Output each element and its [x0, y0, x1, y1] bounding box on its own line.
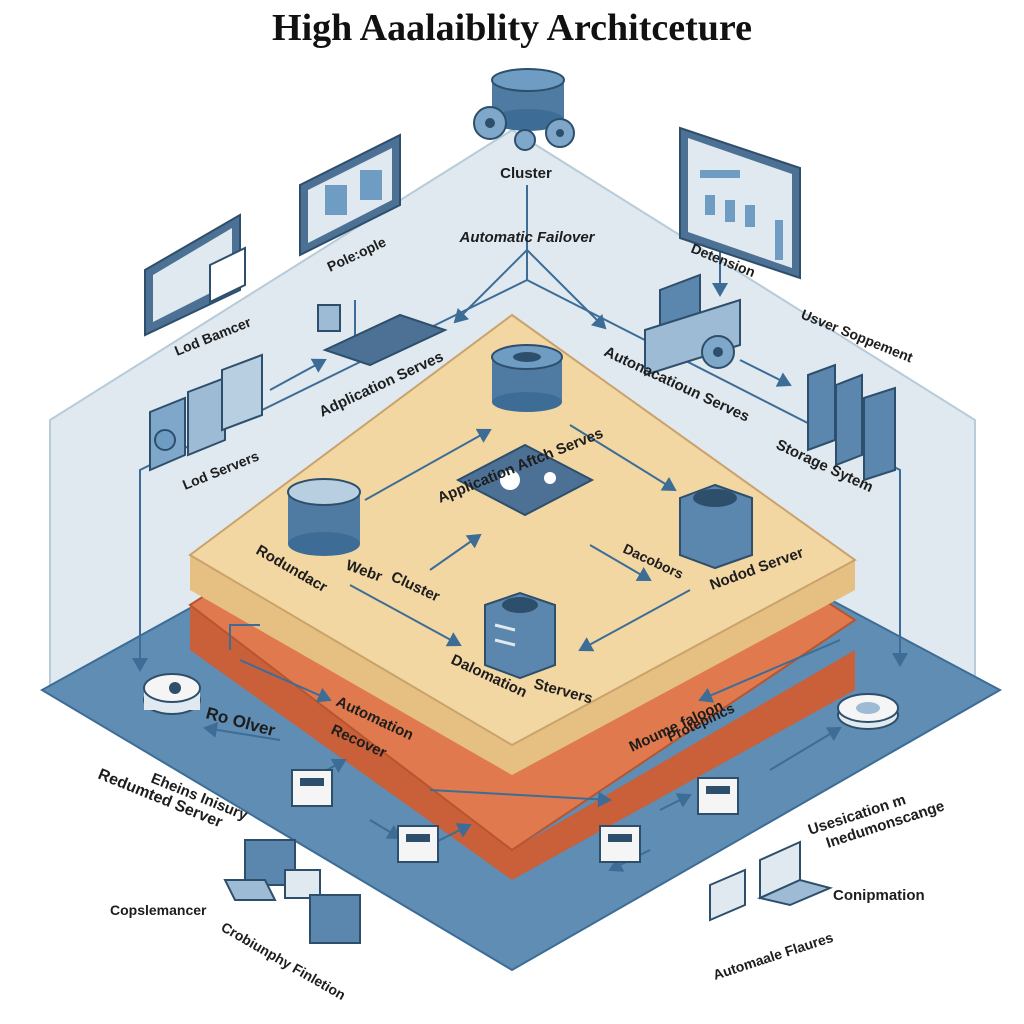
redundant-database-icon — [287, 478, 361, 556]
server-node-icon — [697, 777, 739, 815]
server-node-icon — [291, 769, 333, 807]
load-balancer-monitor-icon — [144, 213, 246, 337]
label-automaale-flaures: Automaale Flaures — [711, 929, 835, 983]
laptops-icon — [709, 840, 834, 922]
label-cluster-top: Cluster — [500, 165, 552, 182]
dashboard-monitor-icon — [679, 126, 801, 280]
workstation-icon — [223, 839, 361, 944]
load-servers-icon — [149, 353, 263, 472]
label-conipmation: Conipmation — [833, 887, 925, 904]
monitoring-disc-icon — [837, 693, 899, 730]
node-server-icon — [679, 483, 753, 570]
automation-server-icon — [644, 273, 741, 377]
diagram-title: High Aaalaiblity Architceture — [272, 7, 752, 49]
automation-tower-icon — [484, 591, 556, 680]
label-automatic-failover: Automatic Failover — [458, 229, 595, 246]
top-layer — [188, 313, 857, 747]
failover-switch-icon — [143, 673, 201, 715]
storage-system-icon — [807, 363, 896, 482]
server-node-icon — [599, 825, 641, 863]
monitor-icon — [299, 133, 401, 257]
input-pad-icon — [317, 304, 448, 367]
server-node-icon — [397, 825, 439, 863]
cluster-icon — [473, 68, 575, 151]
orange-layer-side — [190, 605, 855, 880]
application-panel-icon — [455, 443, 595, 517]
top-layer-side — [190, 555, 855, 775]
label-copslemancer: Copslemancer — [110, 902, 207, 918]
database-icon-top — [491, 344, 563, 412]
